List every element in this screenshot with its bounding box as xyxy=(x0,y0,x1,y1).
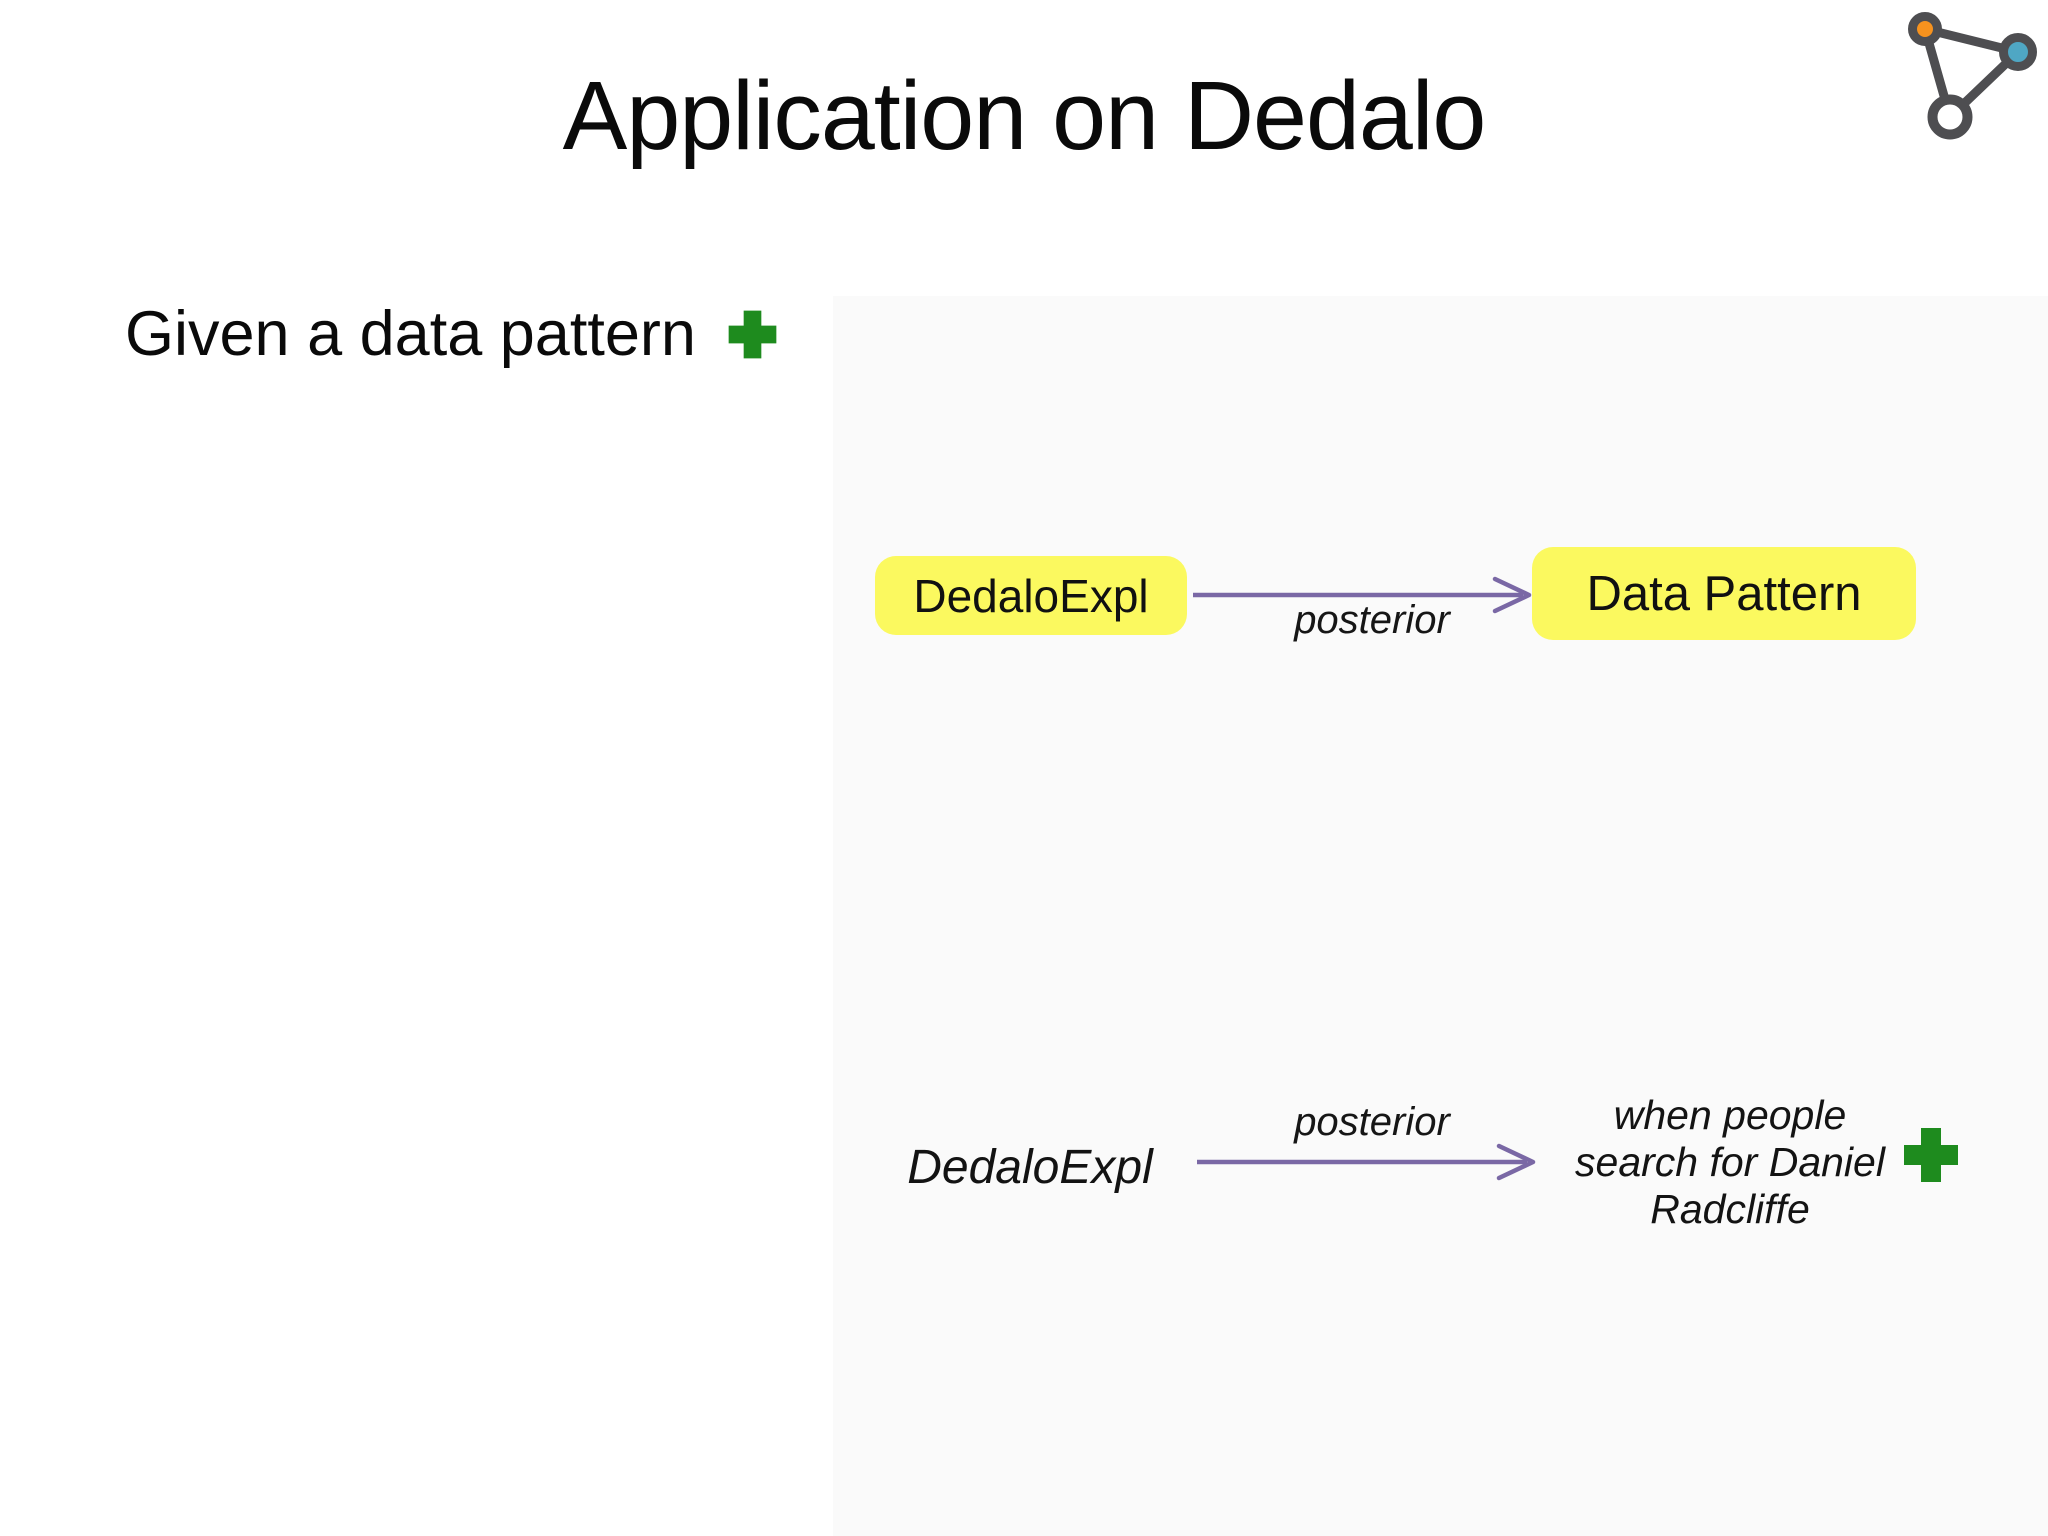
target-line-2: search for Daniel xyxy=(1575,1139,1885,1185)
node-search-pattern-text: when people search for Daniel Radcliffe xyxy=(1545,1092,1915,1233)
node-dedaloexpl-box: DedaloExpl xyxy=(875,556,1187,635)
logo-node-blue xyxy=(1999,33,2037,71)
node-dedaloexpl-text: DedaloExpl xyxy=(907,1141,1153,1194)
plus-icon-large xyxy=(1904,1128,1958,1182)
arrow-posterior-top xyxy=(1193,576,1532,614)
arrow-posterior-bottom xyxy=(1197,1143,1536,1181)
plus-icon xyxy=(728,310,777,358)
logo-node-white xyxy=(1927,94,1973,140)
content-panel xyxy=(833,296,2048,1536)
logo-node-orange xyxy=(1908,12,1942,46)
edge-label-posterior-bottom: posterior xyxy=(1294,1100,1450,1144)
edge-label-posterior-top: posterior xyxy=(1294,598,1450,642)
page-title: Application on Dedalo xyxy=(562,61,1487,170)
target-line-1: when people xyxy=(1613,1092,1847,1138)
target-line-3: Radcliffe xyxy=(1650,1186,1810,1232)
given-statement-text: Given a data pattern xyxy=(125,299,696,369)
node-data-pattern-box: Data Pattern xyxy=(1532,547,1916,640)
given-statement-row: Given a data pattern xyxy=(125,298,779,370)
network-graph-logo-icon xyxy=(1908,12,2037,140)
